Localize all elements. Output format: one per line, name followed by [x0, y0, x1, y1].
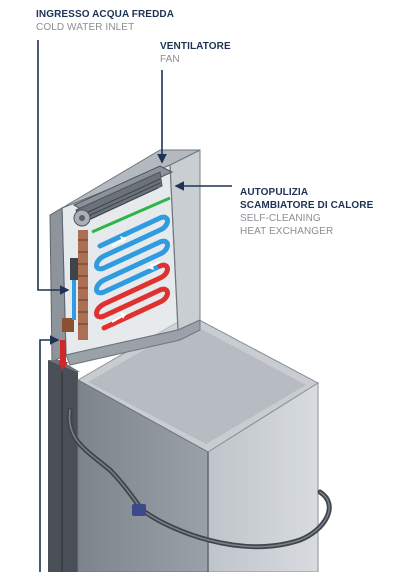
fan-label: VENTILATORE FAN: [160, 40, 231, 66]
exchanger-label-en-2: HEAT EXCHANGER: [240, 226, 334, 237]
heat-exchanger-label: AUTOPULIZIA SCAMBIATORE DI CALORE SELF-C…: [240, 186, 373, 238]
leader-lines: [37, 40, 232, 572]
water-hose: [67, 407, 332, 550]
water-inlet-label-en: COLD WATER INLET: [36, 22, 135, 33]
exchanger-label-it-1: AUTOPULIZIA: [240, 187, 309, 198]
fan-label-it: VENTILATORE: [160, 41, 231, 52]
water-inlet-label-it: INGRESSO ACQUA FREDDA: [36, 9, 175, 20]
fan-assembly: [72, 165, 174, 234]
exchanger-label-en-1: SELF-CLEANING: [240, 213, 321, 224]
machine-column: [48, 360, 80, 572]
cold-coil: [94, 214, 170, 296]
fan-label-en: FAN: [160, 54, 180, 65]
water-inlet-leader: [37, 40, 70, 295]
heat-exchanger-coils: [94, 214, 170, 331]
drain-leader: [39, 335, 60, 572]
pipe-stack: [58, 230, 88, 370]
water-inlet-label: INGRESSO ACQUA FREDDA COLD WATER INLET: [36, 8, 174, 34]
exchanger-label-it-2: SCAMBIATORE DI CALORE: [240, 200, 374, 211]
hot-coil: [94, 262, 170, 331]
